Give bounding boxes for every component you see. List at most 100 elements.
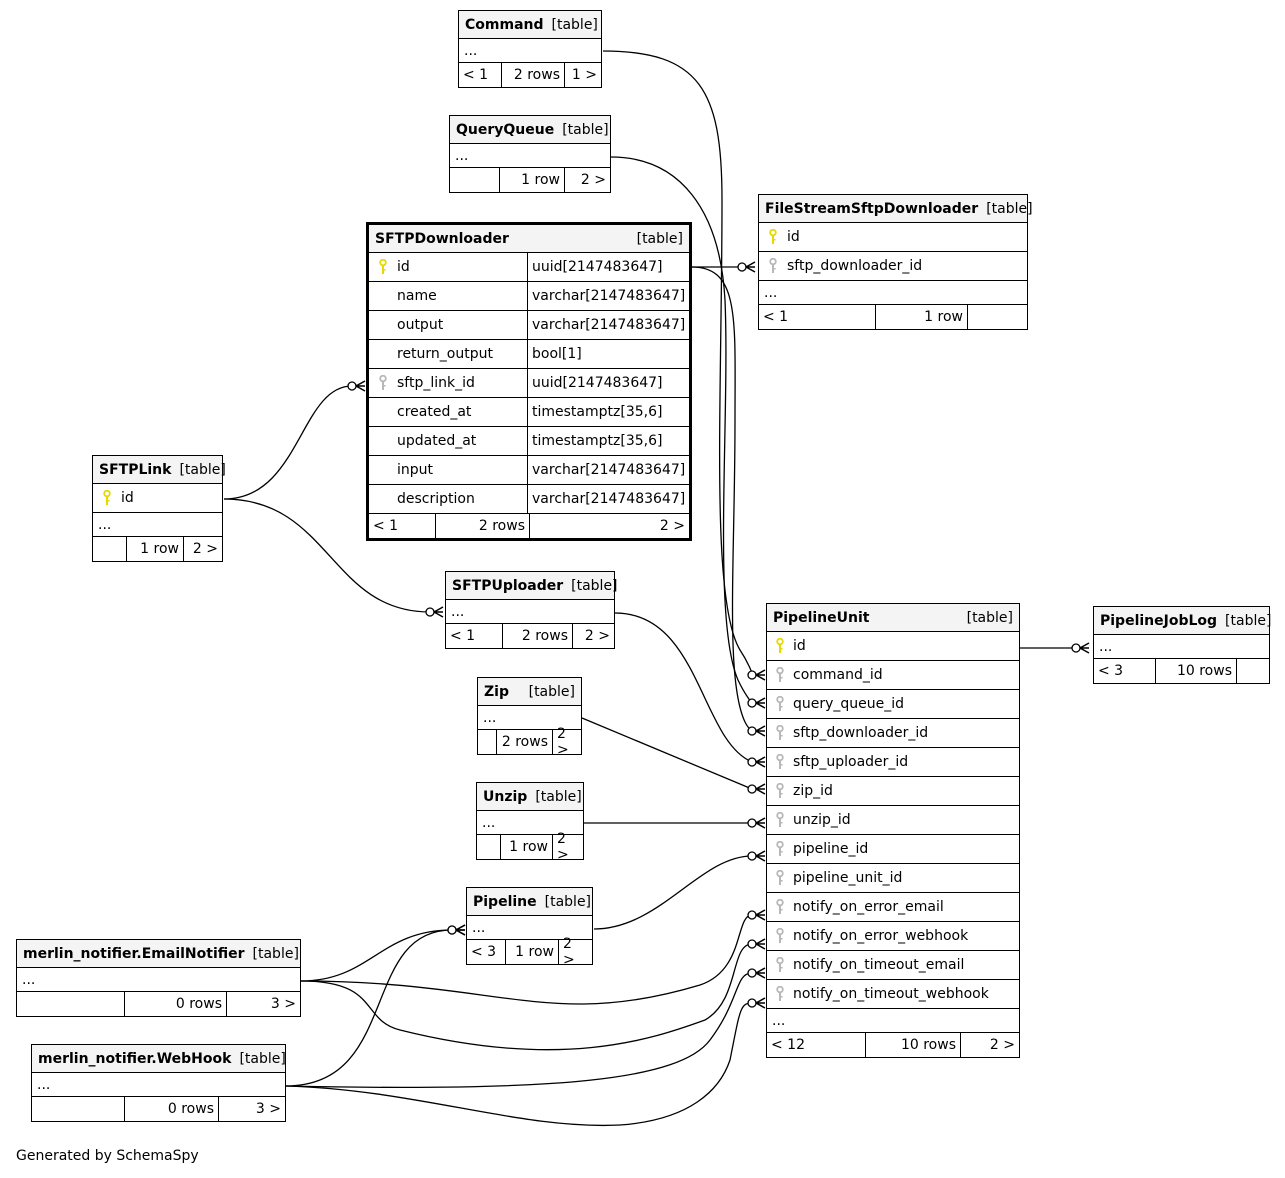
table-footer: < 3 1 row 2 > [467,936,592,968]
table-pipeline[interactable]: Pipeline[table] ... < 3 1 row 2 > [466,887,593,968]
table-footer: 1 row 2 > [477,831,583,863]
column-name-cell: pipeline_id [767,835,1019,863]
edge-webhook-timeout-webhook [285,1002,753,1127]
parents-count: < 3 [1098,663,1124,679]
parents-count: < 1 [450,628,476,644]
table-footer: < 1 2 rows 1 > [459,63,601,87]
more-columns: ... [93,513,222,537]
table-header: merlin_notifier.WebHook[table] [32,1045,286,1073]
children-count [967,305,1027,329]
table-header: PipelineJobLog[table] [1094,607,1272,635]
table-sftp-link[interactable]: SFTPLink[table] id ... 1 row 2 > [92,455,226,562]
table-name: SFTPUploader [452,577,564,594]
parents-count: < 1 [763,309,789,325]
column-row[interactable]: id [767,632,1019,661]
column-row[interactable]: unzip_id [767,806,1019,835]
more-columns: ... [459,39,601,63]
column-row[interactable]: sftp_uploader_id [767,748,1019,777]
table-footer: < 3 10 rows [1094,659,1269,683]
table-pipeline-job-log[interactable]: PipelineJobLog[table] ... < 3 10 rows [1093,606,1272,684]
table-name: SFTPDownloader [375,230,509,247]
row-count: 2 rows [501,63,564,87]
more-columns: ... [450,144,610,168]
foreign-key-icon [767,957,793,973]
table-unzip[interactable]: Unzip[table] ... 1 row 2 > [476,782,584,863]
table-sftp-uploader[interactable]: SFTPUploader[table] ... < 1 2 rows 2 > [445,571,618,649]
column-name: notify_on_timeout_webhook [793,986,989,1002]
column-row[interactable]: id [93,484,222,513]
column-row[interactable]: pipeline_unit_id [767,864,1019,893]
optional-circle-marker [737,262,747,272]
column-name: notify_on_timeout_email [793,957,965,973]
column-row[interactable]: command_id [767,661,1019,690]
column-row[interactable]: notify_on_error_email [767,893,1019,922]
more-columns: ... [32,1073,285,1097]
column-type: uuid[2147483647] [527,369,689,397]
table-query-queue[interactable]: QueryQueue[table] ... 1 row 2 > [449,115,611,193]
row-count: 1 row [126,537,183,561]
column-name: id [121,490,134,506]
table-webhook[interactable]: merlin_notifier.WebHook[table] ... 0 row… [31,1044,286,1122]
column-row[interactable]: pipeline_id [767,835,1019,864]
foreign-key-icon [767,812,793,828]
column-row[interactable]: query_queue_id [767,690,1019,719]
crows-foot-many-marker [755,756,766,768]
crows-foot-many-marker [745,261,756,273]
column-name: updated_at [397,433,477,449]
row-count: 1 row [505,940,558,964]
row-count: 1 row [500,835,552,859]
more-columns: ... [477,811,583,835]
row-count: 0 rows [124,992,226,1016]
column-row[interactable]: notify_on_error_webhook [767,922,1019,951]
row-count: 0 rows [124,1097,218,1121]
column-name: query_queue_id [793,696,905,712]
children-count: 3 > [218,1097,285,1121]
optional-circle-marker [747,757,757,767]
column-name: sftp_uploader_id [793,754,909,770]
column-type: bool[1] [527,340,689,368]
column-row[interactable]: input varchar[2147483647] [369,456,689,485]
table-name: PipelineUnit [773,609,870,626]
column-type: varchar[2147483647] [527,456,689,484]
column-name: notify_on_error_webhook [793,928,969,944]
table-kind: [table] [966,609,1013,626]
table-command[interactable]: Command[table] ... < 1 2 rows 1 > [458,10,602,88]
table-name: merlin_notifier.WebHook [38,1050,232,1067]
column-name-cell: created_at [369,398,527,426]
crows-foot-many-marker [755,909,766,921]
column-row[interactable]: id [759,223,1027,252]
children-count: 3 > [226,992,300,1016]
column-row[interactable]: notify_on_timeout_webhook [767,980,1019,1009]
table-kind: [table] [1225,612,1272,629]
table-kind: [table] [544,893,592,910]
edge-email-pipeline [300,929,453,982]
children-count: 2 > [529,514,689,538]
column-row[interactable]: notify_on_timeout_email [767,951,1019,980]
optional-circle-marker [747,698,757,708]
column-name: input [397,462,434,478]
column-name: description [397,491,475,507]
table-zip[interactable]: Zip[table] ... 2 rows 2 > [477,677,582,758]
table-kind: [table] [252,945,299,962]
table-email-notifier[interactable]: merlin_notifier.EmailNotifier[table] ...… [16,939,301,1017]
column-row[interactable]: sftp_downloader_id [767,719,1019,748]
foreign-key-icon [767,899,793,915]
table-name: QueryQueue [456,121,555,138]
column-row[interactable]: zip_id [767,777,1019,806]
table-header: SFTPUploader[table] [446,572,618,600]
column-name-cell: output [369,311,527,339]
column-name: sftp_downloader_id [793,725,929,741]
crows-foot-many-marker [355,380,366,392]
column-row[interactable]: sftp_downloader_id [759,252,1027,281]
